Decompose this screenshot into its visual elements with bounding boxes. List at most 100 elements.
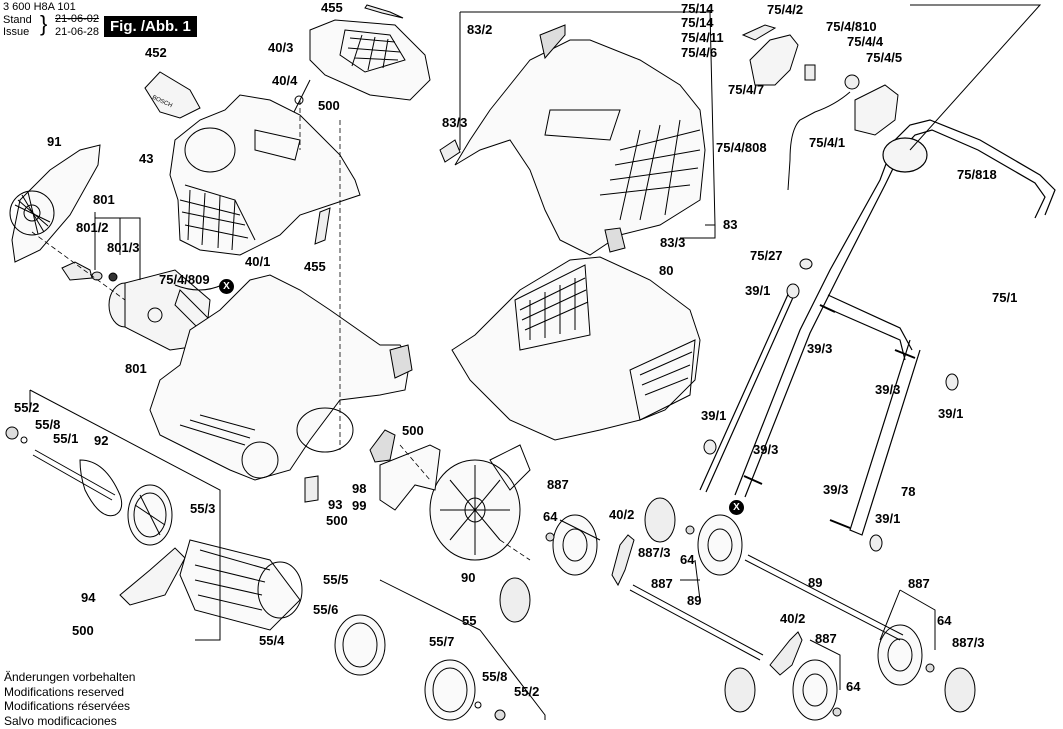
- part-label[interactable]: 55/1: [53, 431, 79, 446]
- part-label[interactable]: 40/2: [609, 507, 635, 522]
- height-lever-40-2b: [769, 631, 803, 676]
- stand-date: 21-06-02: [55, 13, 100, 25]
- part-label[interactable]: 64: [543, 509, 558, 524]
- part-label[interactable]: 64: [937, 613, 952, 628]
- part-label[interactable]: 801: [125, 361, 147, 376]
- part-label[interactable]: 55/8: [482, 669, 508, 684]
- part-label[interactable]: 887: [815, 631, 837, 646]
- part-label[interactable]: 452: [145, 45, 167, 60]
- part-label[interactable]: 55/2: [14, 400, 40, 415]
- part-label[interactable]: 93: [328, 497, 343, 512]
- part-label[interactable]: 55/5: [323, 572, 349, 587]
- part-label[interactable]: 75/818: [957, 167, 997, 182]
- part-label[interactable]: 500: [318, 98, 340, 113]
- part-label[interactable]: 40/1: [245, 254, 271, 269]
- part-label[interactable]: 75/27: [750, 248, 783, 263]
- part-label[interactable]: 80: [659, 263, 674, 278]
- part-label[interactable]: 55/8: [35, 417, 61, 432]
- part-label[interactable]: 90: [461, 570, 476, 585]
- part-label[interactable]: 55: [462, 613, 477, 628]
- part-label[interactable]: 89: [808, 575, 823, 590]
- part-label[interactable]: 43: [139, 151, 154, 166]
- part-label[interactable]: 39/1: [875, 511, 901, 526]
- issue-label: Issue: [3, 26, 30, 38]
- part-label[interactable]: 75/4/808: [716, 140, 767, 155]
- part-label[interactable]: 99: [352, 498, 367, 513]
- part-label[interactable]: 500: [72, 623, 94, 638]
- flap-cover-40-3: [309, 4, 431, 101]
- part-label[interactable]: 40/4: [272, 73, 298, 88]
- part-label[interactable]: 39/3: [807, 341, 833, 356]
- part-label[interactable]: 500: [326, 513, 348, 528]
- part-label[interactable]: 91: [47, 134, 62, 149]
- deck-40-1: [149, 274, 413, 481]
- part-label[interactable]: 39/1: [701, 408, 727, 423]
- part-label[interactable]: 455: [321, 0, 343, 15]
- part-label[interactable]: 801: [93, 192, 115, 207]
- part-label[interactable]: 887: [651, 576, 673, 591]
- part-label[interactable]: 75/4/7: [728, 82, 765, 97]
- part-label[interactable]: 75/14: [681, 15, 714, 30]
- axle-89: [629, 584, 764, 661]
- footer-line-es: Salvo modificaciones: [4, 713, 117, 728]
- part-label[interactable]: 64: [680, 552, 695, 567]
- part-label[interactable]: 55/4: [259, 633, 285, 648]
- part-label[interactable]: 500: [402, 423, 424, 438]
- brace-glyph: }: [40, 11, 48, 36]
- grass-box-lid-83: [454, 24, 706, 256]
- part-label[interactable]: 75/4/6: [681, 45, 718, 60]
- part-label[interactable]: 801/3: [107, 240, 140, 255]
- part-label[interactable]: 75/4/5: [866, 50, 903, 65]
- part-label[interactable]: 39/1: [745, 283, 771, 298]
- bearing-55-2: [5, 426, 19, 440]
- callout-x-marker: X: [219, 279, 234, 294]
- part-label[interactable]: 40/3: [268, 40, 294, 55]
- part-label[interactable]: 887/3: [638, 545, 671, 560]
- part-label[interactable]: 887: [547, 477, 569, 492]
- part-label[interactable]: 39/1: [938, 406, 964, 421]
- part-label[interactable]: 83/3: [442, 115, 468, 130]
- part-label[interactable]: 55/7: [429, 634, 455, 649]
- fan-cover-90: [429, 444, 531, 561]
- footer-line-fr: Modifications réservées: [4, 699, 131, 713]
- wheels-887: [499, 497, 976, 721]
- part-label[interactable]: 55/3: [190, 501, 216, 516]
- part-label[interactable]: 75/4/809: [159, 272, 210, 287]
- part-label[interactable]: 98: [352, 481, 367, 496]
- height-lever-40-2: [611, 534, 635, 587]
- part-label[interactable]: 83: [723, 217, 738, 232]
- clip-83-3b: [604, 227, 626, 253]
- part-label[interactable]: 75/1: [992, 290, 1018, 305]
- axle-89b: [744, 554, 904, 641]
- part-label[interactable]: 75/4/4: [847, 34, 884, 49]
- issue-date: 21-06-28: [55, 26, 100, 38]
- part-label[interactable]: 75/4/11: [681, 30, 724, 45]
- part-label[interactable]: 75/4/810: [826, 19, 877, 34]
- part-label[interactable]: 40/2: [780, 611, 806, 626]
- handle-75-1: [699, 119, 1056, 536]
- bosch-badge-452: [144, 71, 201, 119]
- part-label[interactable]: 55/2: [514, 684, 540, 699]
- part-label[interactable]: 89: [687, 593, 702, 608]
- part-label[interactable]: 55/6: [313, 602, 339, 617]
- part-label[interactable]: 64: [846, 679, 861, 694]
- part-label[interactable]: 887: [908, 576, 930, 591]
- part-label[interactable]: 83/2: [467, 22, 493, 37]
- pulley-55-3: [127, 484, 173, 546]
- part-label[interactable]: 39/3: [875, 382, 901, 397]
- connector-801-2: [61, 261, 93, 281]
- part-label[interactable]: 39/3: [823, 482, 849, 497]
- part-label[interactable]: 75/4/1: [809, 135, 846, 150]
- part-label[interactable]: 92: [94, 433, 109, 448]
- part-label[interactable]: 75/4/2: [767, 2, 804, 17]
- part-label[interactable]: 83/3: [660, 235, 686, 250]
- part-label[interactable]: 455: [304, 259, 326, 274]
- part-label[interactable]: 94: [81, 590, 96, 605]
- part-label[interactable]: 75/14: [681, 1, 714, 16]
- part-label[interactable]: 801/2: [76, 220, 109, 235]
- part-label[interactable]: 887/3: [952, 635, 985, 650]
- callout-x-marker: X: [729, 500, 744, 515]
- part-label[interactable]: 78: [901, 484, 916, 499]
- part-label[interactable]: 39/3: [753, 442, 779, 457]
